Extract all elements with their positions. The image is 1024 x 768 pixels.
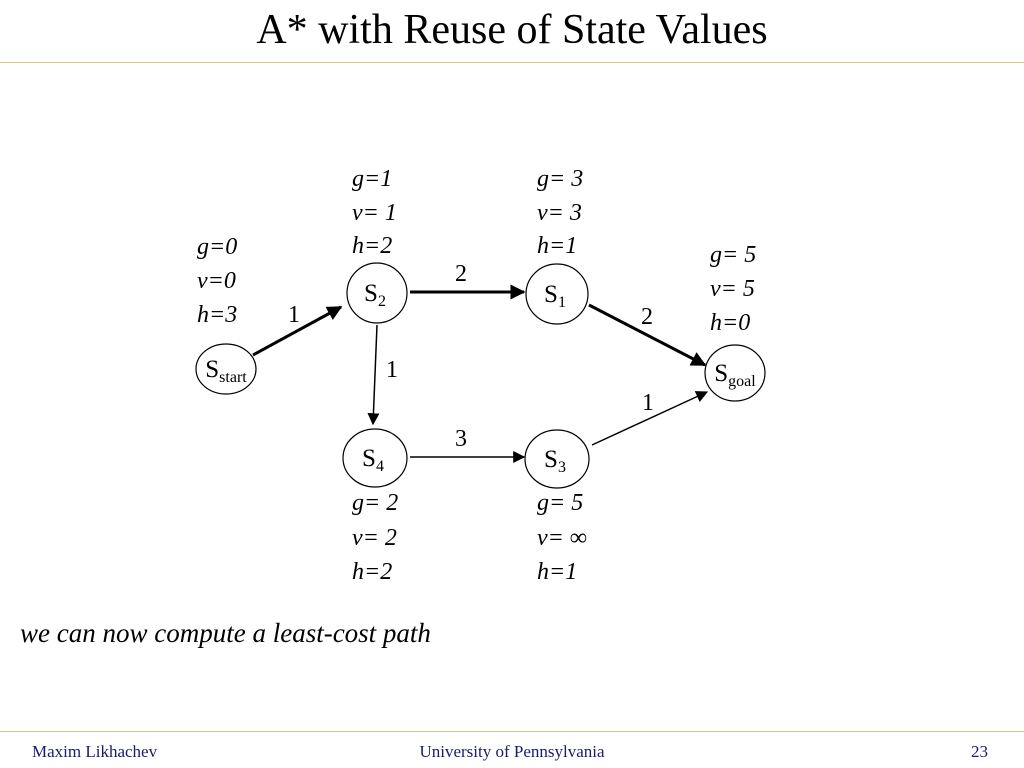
node-subscript: 3 [558, 459, 566, 476]
v-value: v= 2 [352, 525, 397, 551]
footer-divider [0, 731, 1024, 732]
node-label: S [364, 280, 378, 307]
svg-text:S1: S1 [544, 281, 566, 311]
slide-title: A* with Reuse of State Values [256, 7, 768, 53]
h-value: h=3 [197, 302, 237, 328]
edge-weight-s2-s1: 2 [455, 261, 467, 287]
g-value: g= 2 [352, 490, 398, 516]
g-value: g= 3 [537, 166, 583, 192]
edge-sstart-s2 [252, 305, 343, 357]
node-subscript: goal [728, 373, 756, 390]
node-label: S [544, 281, 558, 308]
g-value: g=1 [352, 166, 392, 192]
h-value: h=0 [710, 310, 750, 336]
footer-institution: University of Pennsylvania [419, 742, 605, 761]
v-value: v= 3 [537, 200, 582, 226]
edge-weight-s2-s4: 1 [386, 357, 398, 383]
footer-page-number: 23 [971, 742, 988, 761]
edge-weight-s3-sgoal: 1 [642, 390, 654, 416]
svg-text:S2: S2 [364, 280, 386, 310]
h-value: h=1 [537, 233, 577, 259]
svg-text:Sgoal: Sgoal [714, 360, 756, 390]
edge-s1-sgoal [588, 303, 707, 367]
values-s4: g= 2 v= 2 h=2 [352, 490, 398, 585]
svg-text:Sstart: Sstart [205, 356, 247, 386]
node-label: S [544, 446, 558, 473]
values-s1: g= 3 v= 3 h=1 [537, 166, 583, 259]
svg-text:S4: S4 [362, 445, 384, 475]
edge-weight-s4-s3: 3 [455, 426, 467, 452]
g-value: g= 5 [710, 242, 756, 268]
edge-s3-sgoal [591, 391, 709, 446]
node-label: S [362, 445, 376, 472]
node-s1: S1 [525, 263, 589, 325]
node-label: S [205, 356, 219, 383]
node-subscript: 1 [558, 294, 566, 311]
node-s3: S3 [524, 429, 590, 489]
v-value: v= ∞ [537, 525, 587, 551]
node-label: S [714, 360, 728, 387]
v-value: v= 1 [352, 200, 397, 226]
slide-caption: we can now compute a least-cost path [20, 618, 431, 648]
node-s4: S4 [342, 428, 408, 488]
edge-weight-sstart-s2: 1 [288, 302, 300, 328]
footer-author: Maxim Likhachev [32, 742, 158, 761]
edge-s2-s4 [367, 324, 380, 426]
node-subscript: start [219, 369, 247, 386]
values-sgoal: g= 5 v= 5 h=0 [710, 242, 756, 336]
values-s3: g= 5 v= ∞ h=1 [537, 490, 587, 585]
h-value: h=2 [352, 559, 392, 585]
v-value: v= 5 [710, 276, 755, 302]
node-sstart: Sstart [195, 343, 257, 395]
values-sstart: g=0 v=0 h=3 [197, 234, 237, 328]
node-s2: S2 [346, 262, 408, 324]
node-subscript: 2 [378, 293, 386, 310]
svg-text:S3: S3 [544, 446, 566, 476]
node-subscript: 4 [376, 458, 384, 475]
g-value: g=0 [197, 234, 237, 260]
h-value: h=2 [352, 233, 392, 259]
values-s2: g=1 v= 1 h=2 [352, 166, 397, 259]
edge-weight-s1-sgoal: 2 [641, 304, 653, 330]
h-value: h=1 [537, 559, 577, 585]
v-value: v=0 [197, 268, 236, 294]
title-divider [0, 62, 1024, 63]
g-value: g= 5 [537, 490, 583, 516]
node-sgoal: Sgoal [704, 344, 766, 402]
